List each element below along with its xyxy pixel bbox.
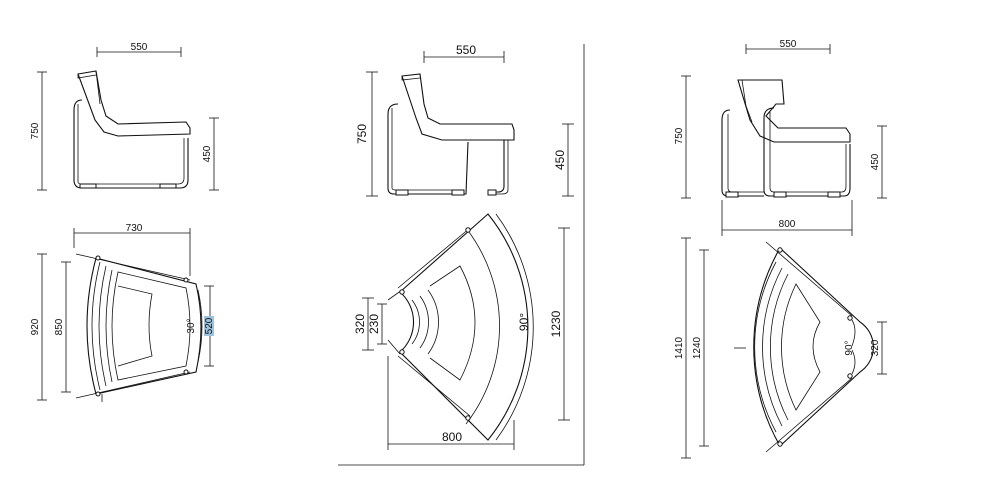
dim-plan-width: 730: [126, 223, 143, 234]
dim-plan-depth-outer: 920: [30, 318, 41, 335]
dim-inner-outer: 320: [353, 314, 367, 334]
dim-plan-depth-outer-3: 1410: [674, 336, 685, 359]
dim-plan-depth-inner-3: 1240: [692, 336, 703, 359]
view-quarter-corner: 550 750 450: [338, 43, 585, 466]
dim-height-total: 750: [30, 122, 41, 139]
dim-width-top-2: 550: [456, 43, 476, 57]
dim-width-top-3: 550: [780, 39, 797, 50]
dims-plan-2: 320 230 90° 1230 800: [353, 213, 570, 450]
dim-plan-width-2: 800: [442, 430, 462, 444]
dims-elevation-3: 550 750 450 800: [674, 39, 887, 236]
dim-plan-depth-inner: 850: [54, 318, 65, 335]
dim-seat-height-3: 450: [870, 153, 881, 170]
side-elevation-3: [721, 79, 851, 198]
dims-elevation-1: 550 750 450: [30, 42, 219, 191]
dims-elevation-2: 550 750 450: [355, 43, 574, 197]
dim-inner-inner: 230: [367, 314, 381, 334]
dim-width-top: 550: [131, 42, 148, 53]
dim-angle: 30°: [186, 318, 197, 333]
plan-view-2: [387, 213, 529, 441]
dims-plan-3: 1410 1240 90° 320: [674, 237, 887, 459]
view-outer-corner: 550 750 450 800: [674, 39, 887, 459]
dim-seat-height: 450: [202, 145, 213, 162]
dim-front-width-plan-3: 320: [870, 339, 881, 356]
dim-front-width-3: 800: [779, 219, 796, 230]
dim-angle-3: 90°: [844, 340, 855, 355]
plan-view-1: [75, 253, 202, 402]
side-elevation-2: [387, 73, 515, 196]
dim-front-width: 520: [204, 317, 215, 334]
dim-plan-height: 1230: [549, 310, 563, 337]
dim-seat-height-2: 450: [553, 150, 567, 170]
plan-view-3: [734, 241, 874, 453]
dim-angle-2: 90°: [517, 313, 531, 331]
dim-height-total-3: 750: [674, 127, 685, 144]
dim-height-total-2: 750: [355, 124, 369, 144]
side-elevation-1: [73, 70, 191, 189]
dims-plan-1: 730 920 850 30° 520: [30, 223, 215, 401]
view-single-seat: 550 750 450: [30, 42, 219, 402]
